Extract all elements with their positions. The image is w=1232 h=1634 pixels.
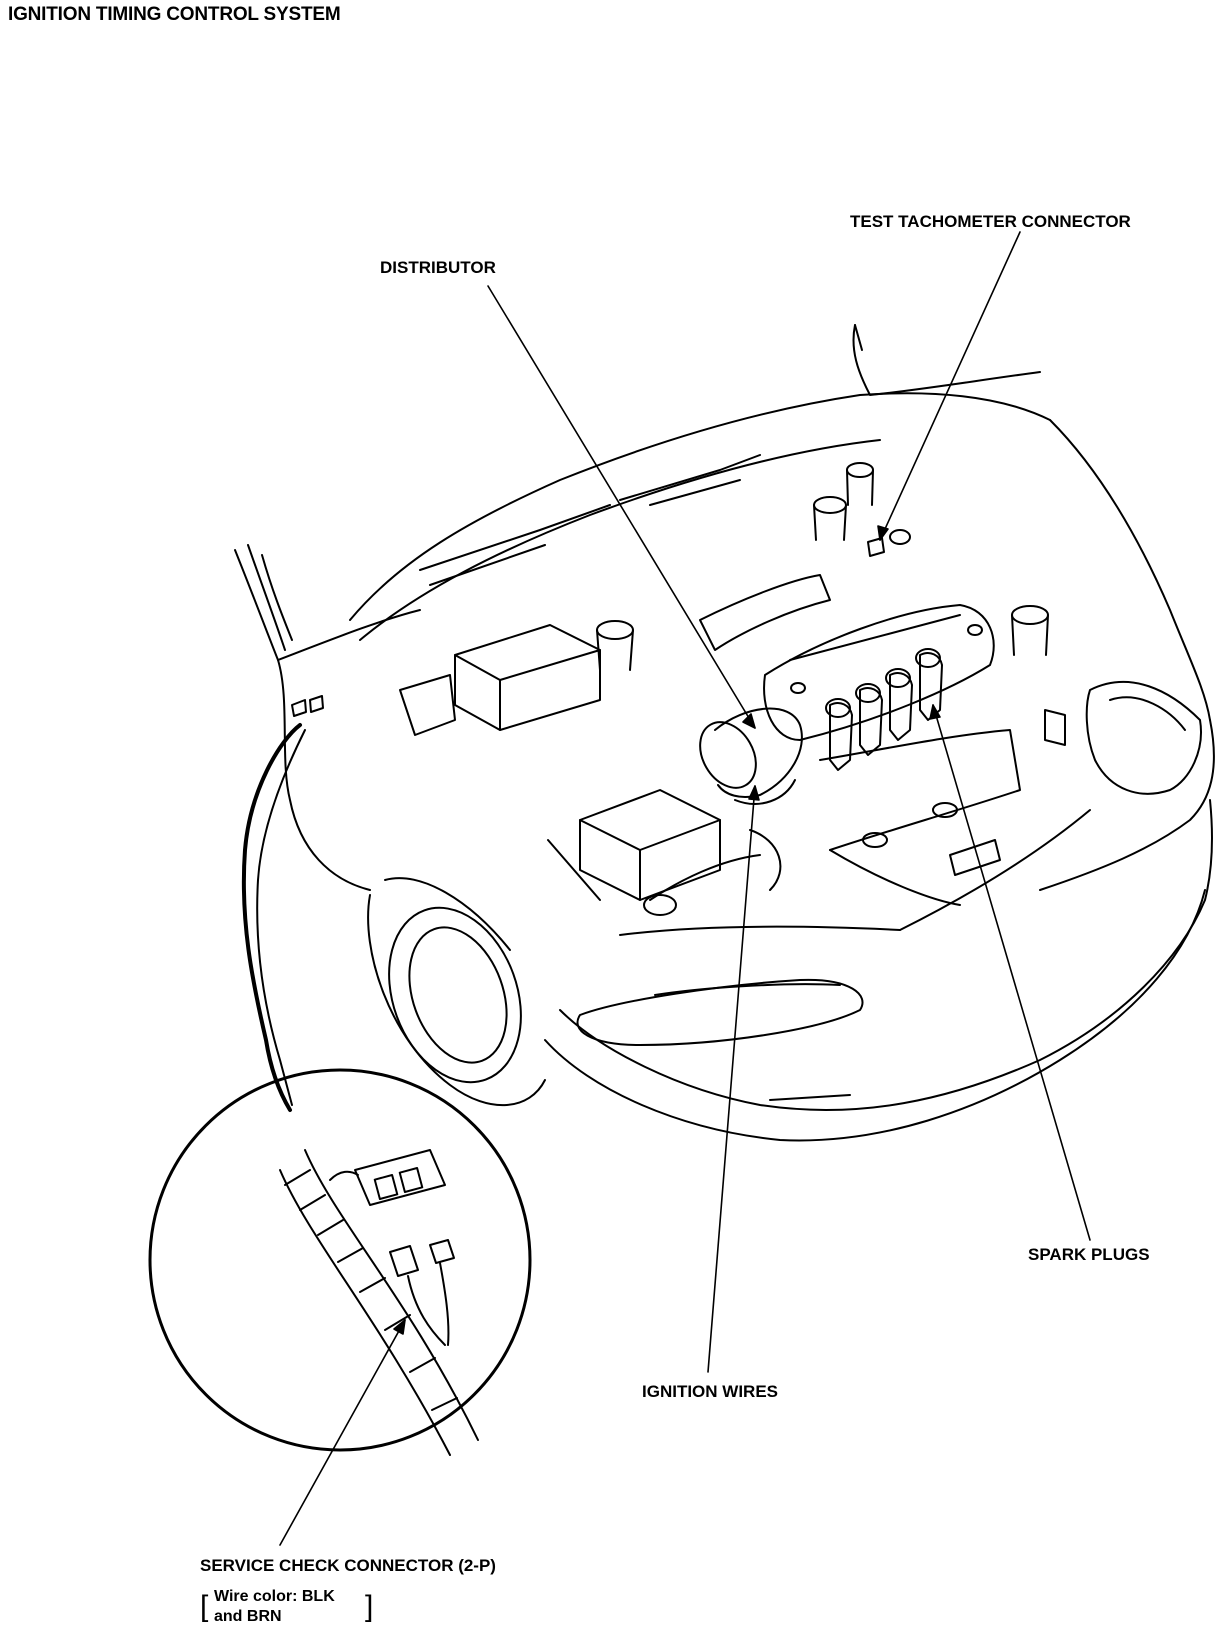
- page-title: IGNITION TIMING CONTROL SYSTEM: [8, 4, 341, 25]
- right-bracket: ]: [365, 1590, 374, 1623]
- engine-components: [399, 462, 1066, 916]
- distributor-label: DISTRIBUTOR: [380, 258, 496, 277]
- leader-lines: [279, 231, 1091, 1546]
- wire-color-line-2: and BRN: [214, 1608, 282, 1625]
- open-hood: [852, 324, 1041, 396]
- service-check-connector-label: SERVICE CHECK CONNECTOR (2-P): [200, 1556, 496, 1575]
- spark-plugs-label: SPARK PLUGS: [1028, 1245, 1150, 1264]
- car-body: [234, 392, 1215, 1142]
- test-tachometer-connector: [867, 529, 911, 557]
- spark-plug-boots: [825, 648, 943, 771]
- front-wheel: [367, 877, 546, 1106]
- wire-color-line-1: Wire color: BLK: [214, 1588, 335, 1605]
- detail-magnifier: [148, 695, 532, 1456]
- ignition-wires-label: IGNITION WIRES: [642, 1382, 778, 1401]
- test-tachometer-connector-label: TEST TACHOMETER CONNECTOR: [850, 212, 1131, 231]
- left-bracket: [: [200, 1590, 209, 1623]
- distributor-body: [699, 707, 803, 805]
